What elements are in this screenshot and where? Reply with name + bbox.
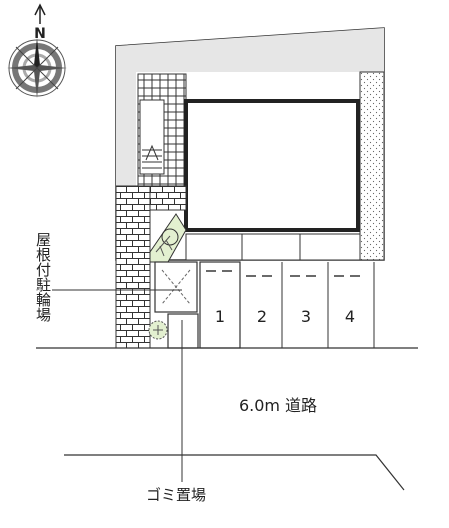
garbage-label: ゴミ置場 — [146, 486, 206, 504]
bike-parking-label: 屋根付駐輪場 — [34, 232, 52, 322]
ground-row — [185, 233, 361, 261]
main-block — [184, 99, 360, 232]
parking-space-1: 1 — [215, 307, 225, 326]
side-yard-dotted — [359, 71, 385, 261]
parking-space-4: 4 — [345, 307, 355, 326]
building — [115, 27, 385, 261]
brick-wall — [115, 185, 151, 349]
brick-wall-top — [149, 185, 187, 211]
parking-bay-1 — [199, 261, 241, 349]
compass: N — [7, 3, 67, 98]
garbage-area — [167, 313, 199, 349]
stair-well — [139, 99, 165, 175]
shrub-icon — [148, 320, 168, 340]
stairs-icon — [142, 144, 162, 169]
road-edge — [64, 454, 405, 491]
bike-parking-area — [154, 261, 198, 313]
planting-icon — [149, 213, 187, 263]
north-arrow-icon — [34, 3, 46, 24]
compass-rose-icon — [7, 38, 67, 98]
parking-area: 1 2 3 4 — [199, 261, 375, 349]
parking-space-3: 3 — [301, 307, 311, 326]
parking-space-2: 2 — [257, 307, 267, 326]
road-label: 6.0m 道路 — [239, 396, 317, 415]
north-label: N — [34, 26, 46, 42]
roof-shading — [116, 28, 384, 186]
